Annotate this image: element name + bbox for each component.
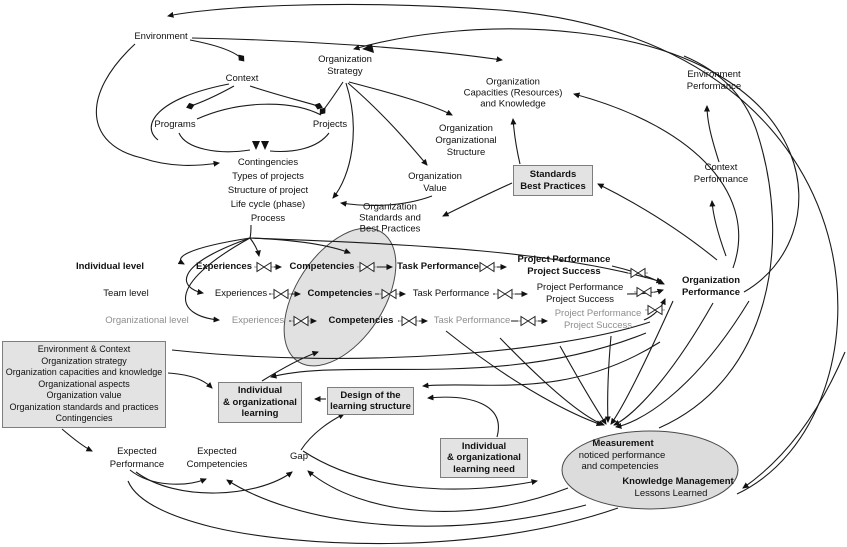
valves-layer xyxy=(254,261,665,327)
valve-icon xyxy=(379,288,399,300)
measurement-line1: noticed performance xyxy=(578,450,666,461)
valve-icon xyxy=(291,315,311,327)
node-programs: Programs xyxy=(154,119,196,130)
measurement-ellipse xyxy=(561,430,739,510)
measurement-line2: and competencies xyxy=(581,461,659,472)
contingencies-line: Structure of project xyxy=(227,185,309,196)
valve-icon xyxy=(271,288,291,300)
node-projects: Projects xyxy=(312,119,348,130)
node-gap: Gap xyxy=(290,451,308,462)
contingencies-line: Types of projects xyxy=(232,171,304,182)
row-label-team: Team level xyxy=(103,288,149,299)
valve-icon xyxy=(628,267,648,279)
valve-icon xyxy=(518,315,538,327)
contingencies-line: Life cycle (phase) xyxy=(230,199,306,210)
row3-experiences: Experiences xyxy=(231,315,285,326)
contingencies-line: Process xyxy=(250,213,286,224)
valve-icon xyxy=(254,261,274,273)
arrows-layer xyxy=(61,3,846,545)
row-label-individual: Individual level xyxy=(75,261,145,272)
row1-task-performance: Task Performance xyxy=(397,261,479,272)
valve-icon xyxy=(399,315,419,327)
node-contingencies-list: Contingencies Types of projects Structur… xyxy=(228,156,308,226)
knowledge-management-title: Knowledge Management xyxy=(622,476,734,487)
valve-icon xyxy=(357,261,377,273)
competencies-ellipse xyxy=(283,227,397,367)
row3-task-performance: Task Performance xyxy=(433,315,511,326)
row1-experiences: Experiences xyxy=(196,261,252,272)
row3-competencies: Competencies xyxy=(328,315,394,326)
measurement-title: Measurement xyxy=(592,438,654,449)
row-label-organizational: Organizational level xyxy=(105,315,189,326)
double-arrowhead-icon xyxy=(252,44,374,150)
valve-icon xyxy=(495,288,515,300)
lessons-learned-label: Lessons Learned xyxy=(634,488,708,499)
contingencies-line: Contingencies xyxy=(237,157,299,168)
row2-competencies: Competencies xyxy=(307,288,373,299)
node-context: Context xyxy=(225,73,259,84)
row1-competencies: Competencies xyxy=(289,261,355,272)
row2-experiences: Experiences xyxy=(214,288,268,299)
node-environment: Environment xyxy=(134,31,188,42)
valve-icon xyxy=(477,261,497,273)
valve-icon xyxy=(645,304,665,316)
row2-task-performance: Task Performance xyxy=(412,288,490,299)
valve-icon xyxy=(634,286,654,298)
